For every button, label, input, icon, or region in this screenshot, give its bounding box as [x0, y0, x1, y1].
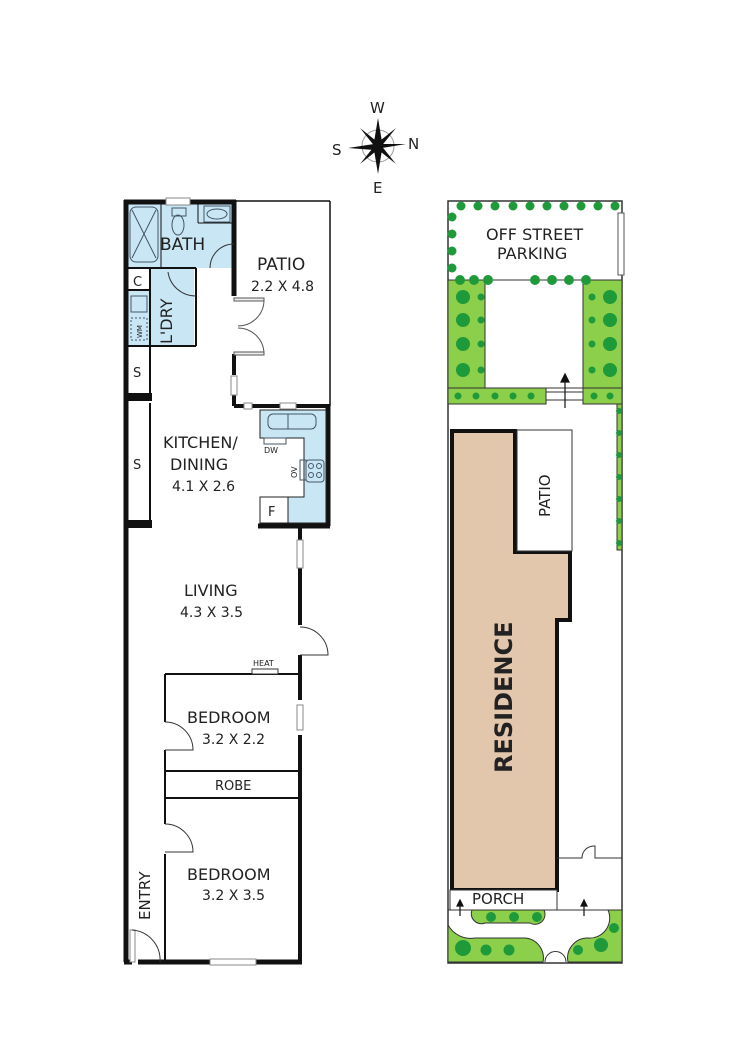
washing-machine-label: WM — [136, 325, 144, 338]
storage-label-1: S — [133, 366, 141, 381]
living-label: LIVING — [184, 581, 238, 600]
laundry-area — [150, 268, 194, 346]
patio-size: 2.2 X 4.8 — [251, 279, 314, 295]
bath-label: BATH — [160, 235, 205, 255]
kitchen-label-line1: KITCHEN/ — [163, 433, 238, 452]
living-size: 4.3 X 3.5 — [180, 605, 243, 621]
residence-label: RESIDENCE — [490, 622, 518, 774]
bedroom-2-label: BEDROOM — [187, 865, 271, 884]
cupboard-label: C — [133, 275, 142, 290]
floor-plan: BATH PATIO 2.2 X 4.8 C L'DRY WM S S KITC… — [123, 197, 331, 966]
hedge-shrubs — [447, 201, 620, 273]
heater — [251, 668, 279, 675]
compass-east-label: E — [373, 179, 382, 197]
laundry-label: L'DRY — [157, 298, 176, 344]
arrow-up-icon — [560, 372, 570, 408]
bedroom-2-size: 3.2 X 3.5 — [202, 888, 265, 904]
dishwasher-label: DW — [264, 446, 278, 455]
heater-label: HEAT — [253, 659, 274, 668]
porch-label: PORCH — [472, 890, 524, 908]
kitchen-bench — [260, 410, 326, 523]
bedroom-1-size: 3.2 X 2.2 — [202, 732, 265, 748]
kitchen-size: 4.1 X 2.6 — [172, 479, 235, 495]
compass-north-label: N — [408, 135, 419, 153]
site-plan: OFF STREET PARKING PATIO RESIDENCE PORCH — [447, 200, 625, 964]
compass-west-label: W — [370, 99, 385, 117]
storage-label-2: S — [133, 458, 141, 473]
compass-icon — [348, 118, 406, 174]
bedroom-1-label: BEDROOM — [187, 708, 271, 727]
fridge-label: F — [268, 505, 275, 520]
site-patio-label: PATIO — [536, 474, 554, 517]
oven-label: OV — [290, 466, 299, 478]
patio-label: PATIO — [257, 255, 305, 275]
kitchen-label-line2: DINING — [170, 455, 228, 474]
parking-label-line1: OFF STREET — [486, 225, 583, 244]
robe-label: ROBE — [215, 779, 251, 794]
arrow-up-icon — [456, 898, 588, 916]
parking-label-line2: PARKING — [497, 244, 567, 263]
entry-label: ENTRY — [136, 871, 154, 920]
bath-area — [126, 203, 234, 268]
compass-south-label: S — [332, 141, 342, 159]
